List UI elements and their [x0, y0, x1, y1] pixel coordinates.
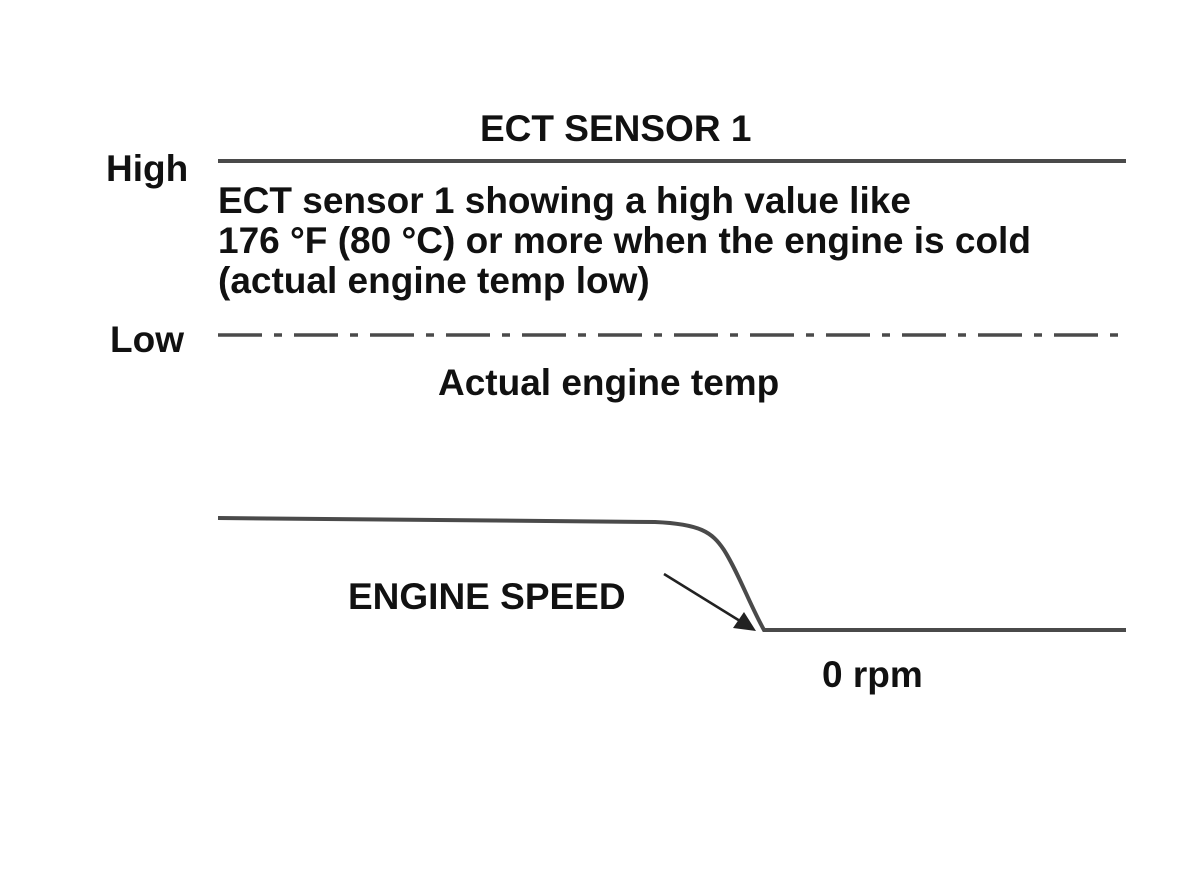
ect-description-line: ECT sensor 1 showing a high value like	[218, 180, 911, 221]
engine-speed-label: ENGINE SPEED	[348, 576, 626, 617]
engine-speed-curve	[217, 516, 1126, 632]
engine-speed-arrow-shaft	[663, 572, 741, 623]
ect-description-line: (actual engine temp low)	[218, 260, 650, 301]
low-level-label: Low	[110, 319, 184, 360]
ect-sensor-title: ECT SENSOR 1	[480, 108, 752, 149]
actual-engine-temp-label: Actual engine temp	[438, 362, 780, 403]
ect-description-line: 176 °F (80 °C) or more when the engine i…	[218, 220, 1031, 261]
high-level-label: High	[106, 148, 189, 189]
ect-description: ECT sensor 1 showing a high value like 1…	[218, 181, 1031, 301]
engine-speed-arrow-head	[733, 612, 756, 631]
zero-rpm-label: 0 rpm	[822, 654, 923, 695]
